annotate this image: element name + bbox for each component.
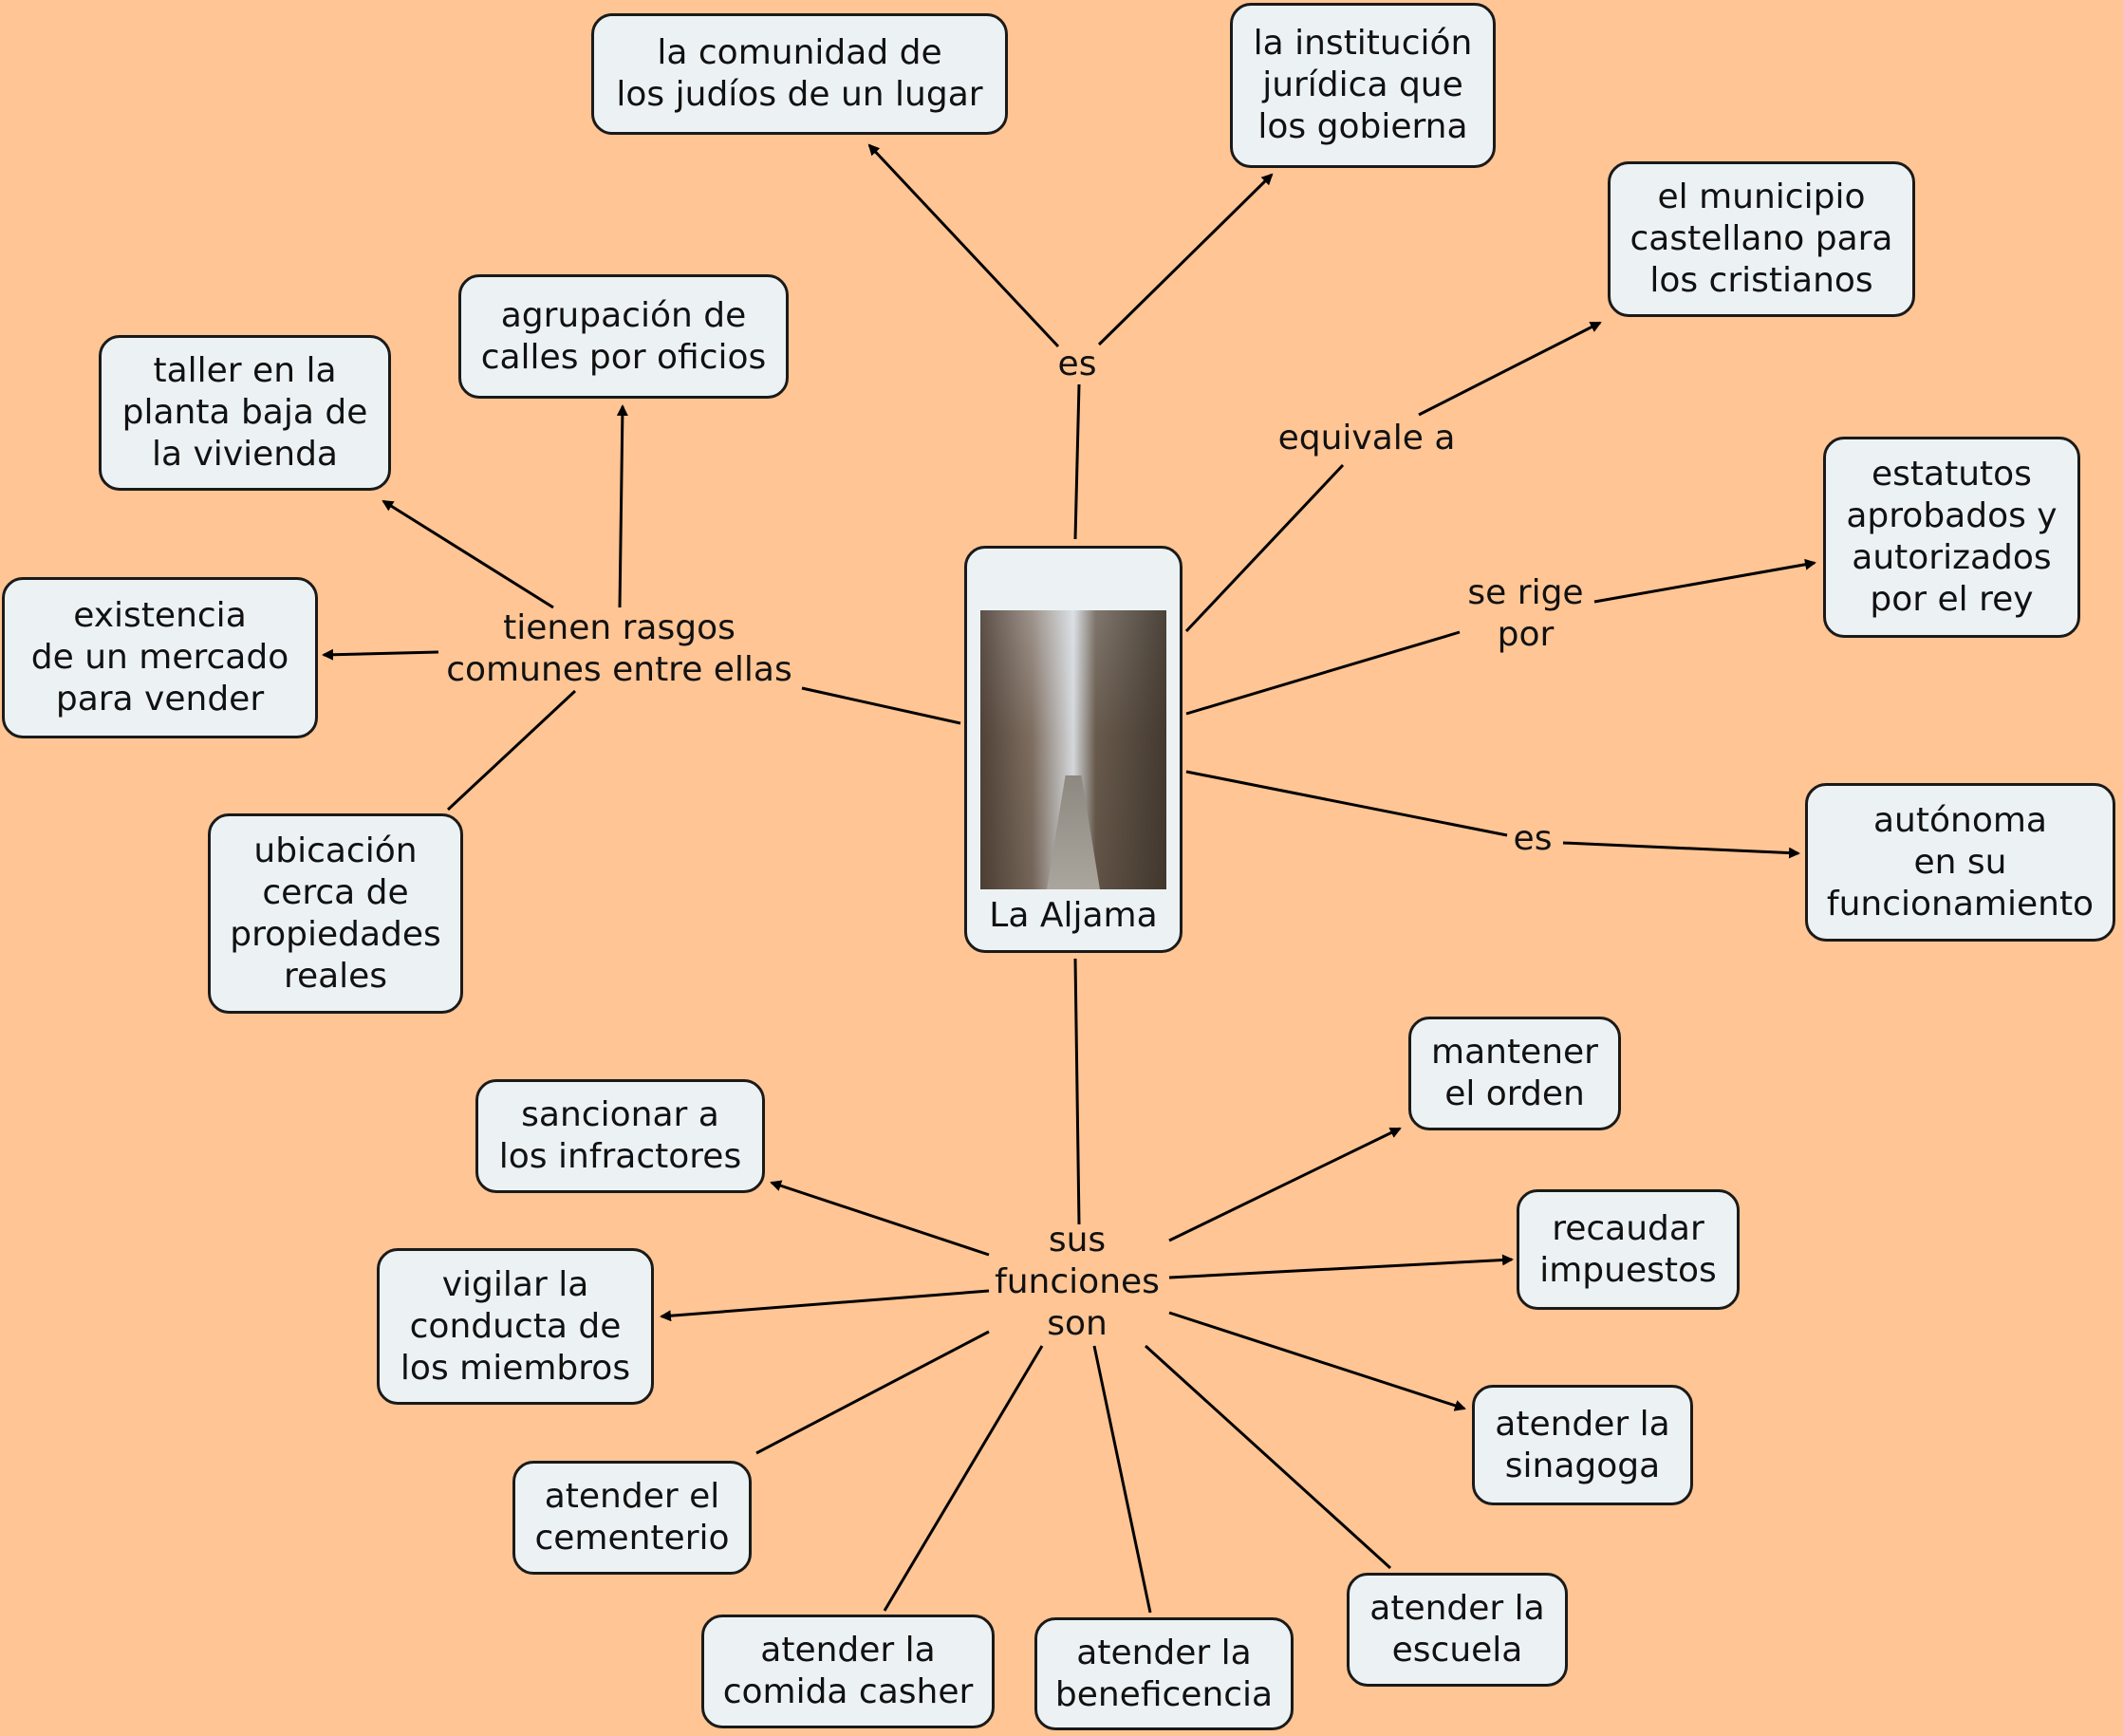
node-impuestos[interactable]: recaudar impuestos [1517,1189,1740,1310]
edge-funciones-comida [883,1345,1044,1612]
edge-center-es [1073,383,1081,540]
edge-center-equivale [1184,463,1345,633]
edge-center-funciones [1073,958,1081,1225]
node-institucion[interactable]: la institución jurídica que los gobierna [1230,3,1496,168]
link-label-funciones: sus funciones son [995,1221,1160,1343]
node-ubicacion[interactable]: ubicación cerca de propiedades reales [208,813,463,1014]
edge-funciones-sinagoga [1168,1311,1466,1411]
edge-funciones-orden [1168,1127,1402,1242]
edge-funciones-beneficencia [1092,1345,1152,1614]
link-label-es-top: es [1057,345,1097,383]
center-node-la-aljama[interactable]: La Aljama [964,546,1183,953]
node-escuela[interactable]: atender la escuela [1347,1573,1568,1687]
edge-rasgos-ubicacion [446,689,577,812]
node-comunidad[interactable]: la comunidad de los judíos de un lugar [591,13,1008,135]
edge-equivale-municipio [1418,321,1602,417]
alley-photo [980,610,1166,889]
node-municipio[interactable]: el municipio castellano para los cristia… [1608,161,1915,317]
edge-center-serige [1185,630,1461,716]
edge-funciones-sancionar [770,1180,990,1257]
node-mercado[interactable]: existencia de un mercado para vender [2,577,318,738]
center-label: La Aljama [989,896,1158,935]
node-comida[interactable]: atender la comida casher [701,1615,995,1728]
node-sancionar[interactable]: sancionar a los infractores [475,1079,765,1193]
edge-rasgos-mercado [322,648,439,661]
node-estatutos[interactable]: estatutos aprobados y autorizados por el… [1823,437,2080,638]
edge-rasgos-taller [382,499,554,609]
edge-es-institucion [1097,173,1274,346]
edge-rasgos-agrupacion [616,404,628,608]
node-sinagoga[interactable]: atender la sinagoga [1472,1385,1693,1505]
node-taller[interactable]: taller en la planta baja de la vivienda [99,335,391,491]
link-label-equivale: equivale a [1277,419,1456,457]
link-label-es-right: es [1513,819,1553,858]
edge-serige-estatutos [1593,558,1816,604]
node-vigilar[interactable]: vigilar la conducta de los miembros [377,1248,654,1405]
edge-funciones-cementerio [755,1330,990,1455]
edge-es-autonoma [1562,841,1800,859]
edge-funciones-vigilar [660,1289,990,1322]
node-orden[interactable]: mantener el orden [1408,1017,1621,1130]
edge-funciones-impuestos [1168,1254,1514,1279]
edge-funciones-escuela [1144,1344,1392,1570]
link-label-rasgos: tienen rasgos comunes entre ellas [446,608,792,689]
edge-center-es-right [1185,770,1508,837]
node-beneficencia[interactable]: atender la beneficencia [1034,1617,1294,1730]
node-cementerio[interactable]: atender el cementerio [512,1461,752,1575]
edge-es-comunidad [867,143,1060,348]
edge-center-rasgos [801,686,961,725]
node-agrupacion[interactable]: agrupación de calles por oficios [458,274,789,399]
link-label-se-rige: se rige por [1467,573,1584,654]
node-autonoma[interactable]: autónoma en su funcionamiento [1805,783,2115,942]
